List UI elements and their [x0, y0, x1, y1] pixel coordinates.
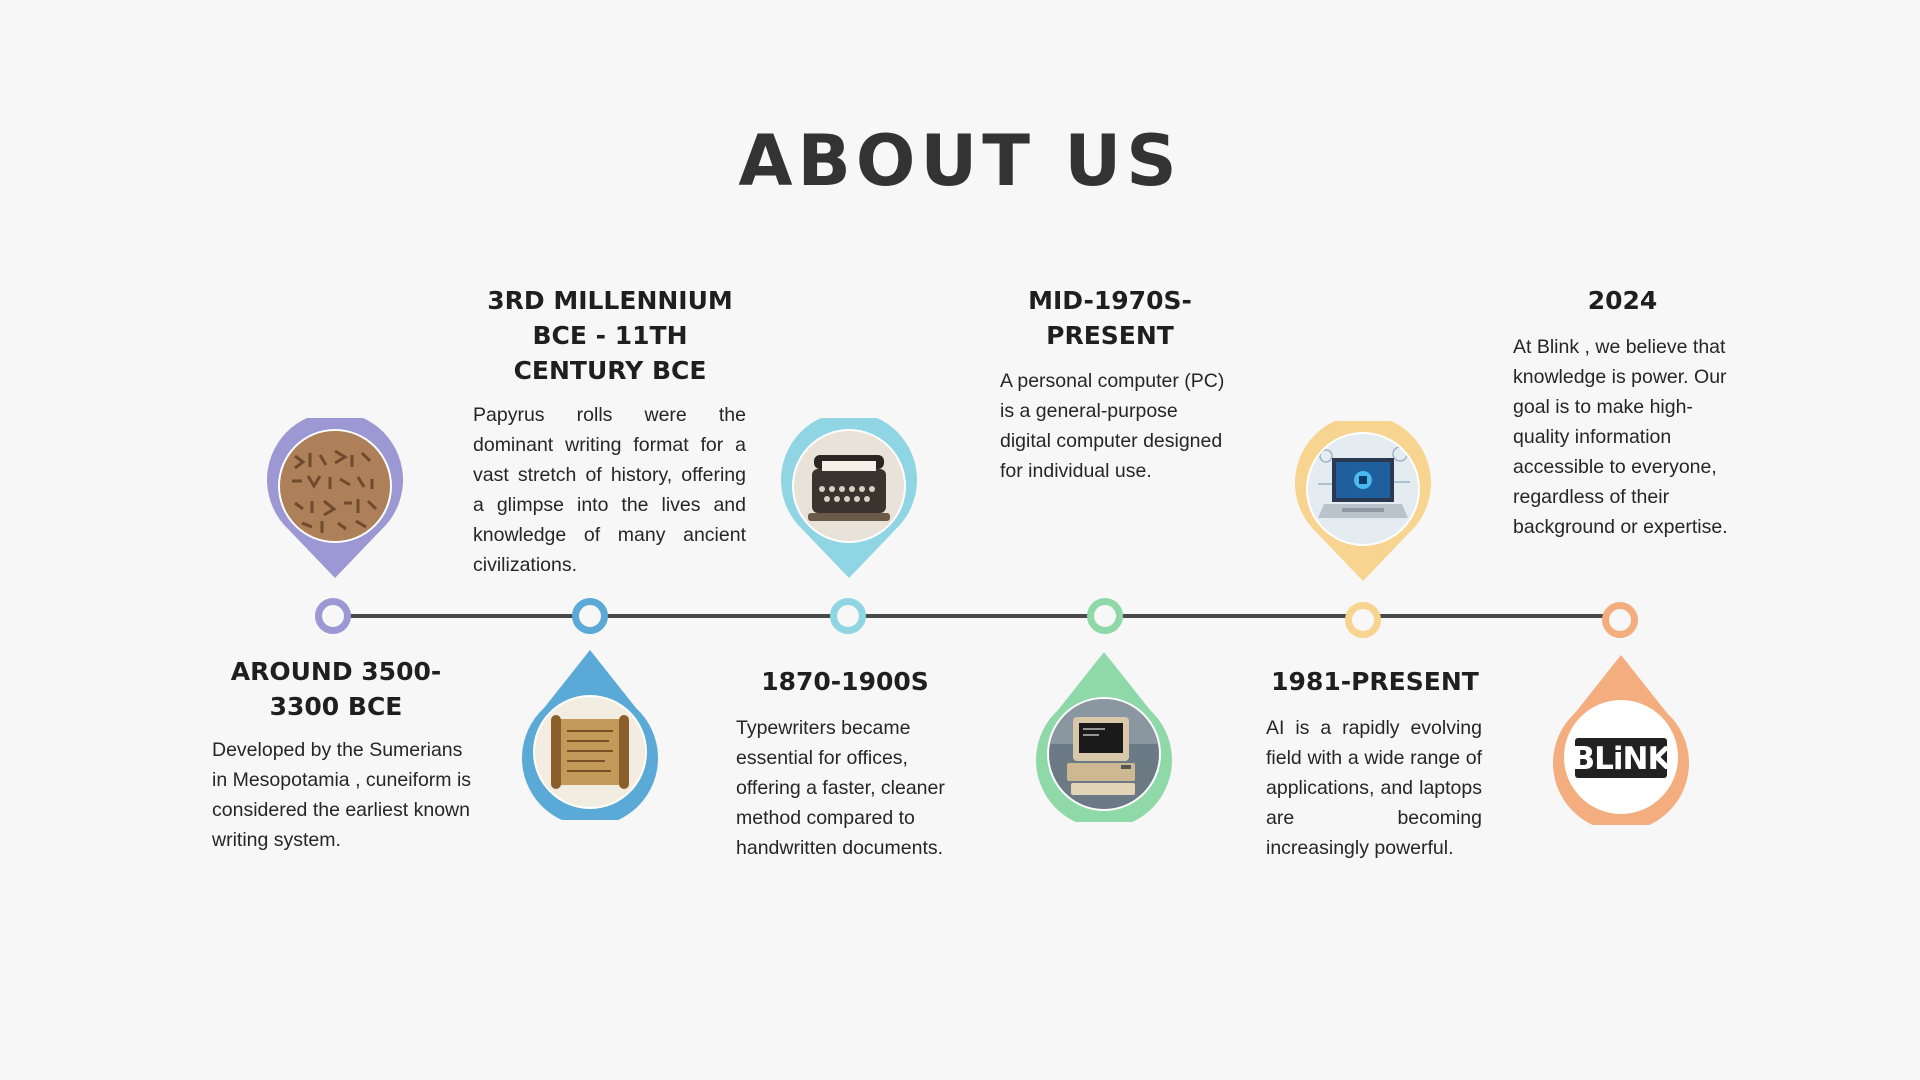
timeline-description-6: At Blink , we believe that knowledge is …	[1513, 336, 1728, 538]
cuneiform-tablet-image	[280, 431, 390, 541]
timeline-node-5	[1345, 602, 1381, 638]
timeline-title-4: MID-1970S-PRESENT	[1028, 286, 1192, 350]
ai-laptop-image	[1308, 434, 1418, 544]
typewriter-image	[794, 431, 904, 541]
timeline-title-1: AROUND 3500-3300 BCE	[230, 657, 442, 721]
personal-computer-image	[1049, 699, 1159, 809]
timeline-description-3: Typewriters became essential for offices…	[736, 717, 945, 859]
timeline-pin-4	[1036, 652, 1172, 822]
timeline-pin-5	[1295, 421, 1431, 591]
papyrus-scroll-image	[535, 697, 645, 807]
timeline-title-5: 1981-PRESENT	[1271, 667, 1479, 696]
page-title: ABOUT US	[738, 120, 1182, 202]
svg-text:BLiNK: BLiNK	[1572, 741, 1673, 777]
timeline-node-6	[1602, 602, 1638, 638]
timeline-title-6: 2024	[1587, 286, 1658, 315]
timeline-description-4: A personal computer (PC) is a general-pu…	[1000, 370, 1225, 482]
timeline-description-5: AI is a rapidly evolving field with a wi…	[1266, 717, 1482, 859]
timeline-pin-1	[267, 418, 403, 588]
timeline-pin-2	[522, 650, 658, 820]
timeline-description-1: Developed by the Sumerians in Mesopotami…	[212, 739, 472, 851]
blink-logo: BLiNK	[1566, 702, 1676, 812]
timeline-description-2: Papyrus rolls were the dominant writing …	[473, 404, 746, 576]
timeline-node-1	[315, 598, 351, 634]
timeline-line	[333, 614, 1621, 618]
timeline-pin-3	[781, 418, 917, 588]
timeline-node-2	[572, 598, 608, 634]
timeline-node-4	[1087, 598, 1123, 634]
timeline-node-3	[830, 598, 866, 634]
timeline-pin-6: BLiNK	[1553, 655, 1689, 825]
timeline-title-3: 1870-1900S	[761, 667, 929, 696]
